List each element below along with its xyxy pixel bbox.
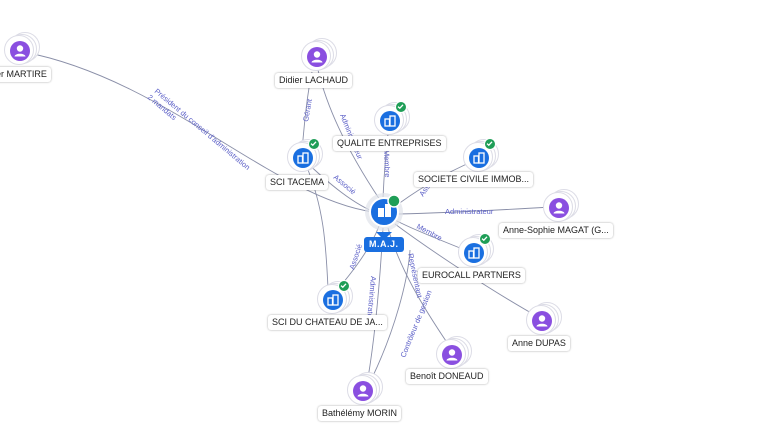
- edge-label-controleur: Contrôleur de gestion: [399, 289, 434, 359]
- edge-label-membre-qualite: Membre: [382, 150, 392, 178]
- edge-label-associe-chateau: Associé: [347, 243, 364, 271]
- node-label[interactable]: SCI TACEMA: [266, 175, 329, 190]
- node-disc: [458, 237, 488, 267]
- center-node-label[interactable]: M.A.J.: [364, 237, 404, 252]
- building-icon: [469, 148, 489, 168]
- building-icon: [323, 290, 343, 310]
- edge-label-gerant: Gérant: [301, 97, 314, 122]
- node-eurocall[interactable]: [458, 233, 498, 271]
- node-label[interactable]: Didier LACHAUD: [275, 73, 353, 88]
- edge-label-associe-tacema: Associé: [332, 173, 358, 197]
- building-icon: [293, 148, 313, 168]
- node-label[interactable]: Bathélémy MORIN: [318, 406, 402, 421]
- node-bathelemy[interactable]: [347, 372, 387, 409]
- node-disc: [347, 375, 377, 405]
- check-icon: [479, 233, 491, 245]
- node-disc: [287, 142, 317, 172]
- node-anne-dupas[interactable]: [526, 302, 566, 339]
- edge-label-administrateur-bathelemy: Administrateur: [365, 276, 378, 325]
- node-sci-tacema[interactable]: [287, 138, 327, 176]
- node-didier-martire[interactable]: [4, 32, 44, 69]
- edge-label-administrateur-anne: Administrateur: [445, 207, 494, 216]
- person-icon: [307, 47, 327, 67]
- node-label[interactable]: QUALITE ENTREPRISES: [333, 136, 446, 151]
- check-icon: [308, 138, 320, 150]
- person-icon: [442, 345, 462, 365]
- node-disc: [4, 35, 34, 65]
- edge-anne-sophie: [397, 206, 553, 215]
- check-icon: [338, 280, 350, 292]
- node-sci-chateau[interactable]: [317, 280, 357, 318]
- node-disc: [436, 339, 466, 369]
- node-sci-immob[interactable]: [463, 138, 503, 176]
- person-icon: [353, 381, 373, 401]
- edge-label-president: Président du conseil d'administration: [153, 87, 252, 172]
- node-label[interactable]: EUROCALL PARTNERS: [418, 268, 525, 283]
- node-disc: [317, 284, 347, 314]
- building-icon: [380, 111, 400, 131]
- node-didier-lachaud[interactable]: [301, 38, 341, 75]
- node-disc: [301, 41, 331, 71]
- node-label[interactable]: SCI DU CHATEAU DE JA...: [268, 315, 387, 330]
- edge-bathelemy-2: [371, 249, 411, 379]
- check-icon: [484, 138, 496, 150]
- check-icon: [395, 101, 407, 113]
- node-label[interactable]: Anne-Sophie MAGAT (G...: [499, 223, 613, 238]
- center-node[interactable]: [365, 193, 403, 240]
- edge-label-membre-eurocall: Membre: [415, 222, 444, 243]
- building-icon: [464, 243, 484, 263]
- node-disc: [526, 305, 556, 335]
- node-label[interactable]: Benoît DONEAUD: [406, 369, 488, 384]
- node-benoit[interactable]: [436, 336, 476, 373]
- check-icon: [387, 194, 401, 208]
- node-label[interactable]: ier MARTIRE: [0, 67, 51, 82]
- node-disc: [543, 192, 573, 222]
- person-icon: [532, 311, 552, 331]
- person-icon: [10, 41, 30, 61]
- node-qualite[interactable]: [374, 101, 414, 139]
- edge-martire: [23, 51, 383, 214]
- node-label[interactable]: SOCIETE CIVILE IMMOB...: [414, 172, 534, 187]
- node-anne-sophie[interactable]: [543, 189, 583, 226]
- node-label[interactable]: Anne DUPAS: [508, 336, 570, 351]
- person-icon: [549, 198, 569, 218]
- building-icon: [378, 204, 391, 217]
